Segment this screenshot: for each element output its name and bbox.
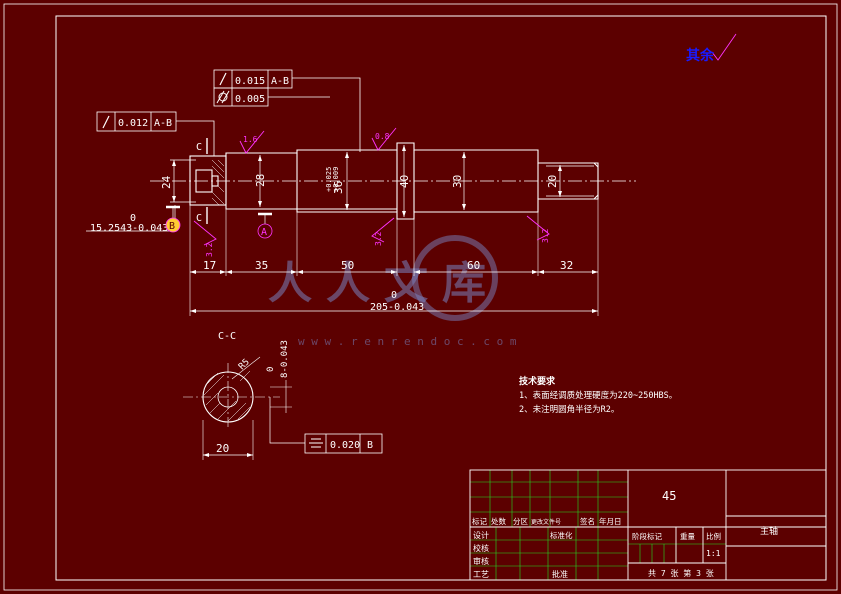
- section-view: C-C R5 0 8-0.043 20: [183, 331, 305, 460]
- length-dimension-lines: [190, 271, 598, 312]
- title-block: 45 主轴 标记 处数 分区 更改文件号 签名 年月日 设计 校核 审核 工艺 …: [469, 469, 827, 581]
- datum-b-label: B: [169, 221, 175, 232]
- dim-d36-tol-upper: +0.025: [325, 167, 333, 192]
- scale-label: 比例: [706, 531, 721, 541]
- runout-frame-left-contents: 0.012 A-B: [102, 115, 172, 129]
- watermark-url: w w w . r e n r e n d o c . c o m: [298, 335, 517, 348]
- diameter-arrows: [172, 145, 562, 217]
- datum-a: A: [257, 212, 273, 239]
- row-design: 设计: [473, 530, 489, 540]
- roughness-labels: 1.6 0.8 3.2 3.2 3.2 其余: [205, 47, 715, 257]
- symmetry-icon: [309, 438, 323, 448]
- roughness-2: 0.8: [375, 132, 390, 141]
- roughness-icon-3: [193, 220, 217, 246]
- dim-l35: 35: [255, 259, 268, 272]
- roughness-5: 3.2: [541, 228, 550, 243]
- symmetry-frame: 0.020 B: [304, 433, 383, 454]
- dim-l50: 50: [341, 259, 354, 272]
- watermark: 人人文库 w w w . r e n r e n d o c . c o m: [268, 235, 517, 348]
- runout-frame-left: [96, 111, 215, 156]
- header-change-doc: 更改文件号: [531, 518, 561, 526]
- roughness-remaining: 其余: [686, 47, 715, 64]
- section-width: 8-0.043: [280, 340, 290, 378]
- runout-upper-value: 0.015: [235, 76, 265, 87]
- header-signature: 签名: [580, 516, 595, 526]
- runout-left-datum: A-B: [154, 118, 172, 129]
- datum-b: B: [165, 205, 181, 233]
- header-date: 年月日: [599, 516, 622, 526]
- roughness-symbols: [193, 33, 737, 246]
- drawing-frame: [3, 3, 838, 591]
- notes-item-1: 1、表面经调质处理硬度为220~250HBS。: [519, 390, 677, 401]
- header-count: 处数: [491, 516, 506, 526]
- section-label-bottom: C: [196, 213, 202, 224]
- roughness-3: 3.2: [205, 242, 214, 257]
- scale-value: 1:1: [706, 549, 721, 558]
- dim-l60: 60: [467, 259, 480, 272]
- watermark-logo-icon: [412, 235, 498, 321]
- dim-d30: 30: [451, 175, 464, 188]
- datum-a-label: A: [261, 227, 267, 238]
- roughness-1: 1.6: [243, 135, 258, 144]
- section-cut-marks: C C: [196, 138, 208, 224]
- key-depth-value: 15.2543-0.043: [90, 223, 168, 234]
- material-value: 45: [662, 489, 676, 503]
- runout-frame-upper: [213, 69, 361, 152]
- row-process: 工艺: [473, 570, 489, 579]
- approval: 批准: [552, 569, 568, 579]
- dim-total: 205-0.043: [370, 302, 424, 313]
- dim-d36-tol-lower: +0.009: [332, 167, 340, 192]
- part-name: 主轴: [760, 525, 778, 537]
- length-labels: 17 35 50 60 32 0 205-0.043: [203, 259, 573, 313]
- dim-d36: 36: [332, 181, 345, 194]
- symmetry-value: 0.020: [330, 440, 360, 451]
- roughness-icon-5: [526, 215, 550, 241]
- diameter-labels: 24 28 36 +0.025 +0.009 40 30 20: [160, 167, 559, 194]
- stage-mark: 阶段标记: [632, 531, 662, 541]
- runout-icon: [219, 72, 227, 86]
- roughness-remaining-icon: [711, 33, 737, 61]
- dim-l17: 17: [203, 259, 216, 272]
- roughness-icon-1: [239, 130, 265, 154]
- dim-d24: 24: [160, 175, 173, 189]
- runout-left-value: 0.012: [118, 118, 148, 129]
- runout-upper-datum: A-B: [271, 76, 289, 87]
- section-dia-20: 20: [216, 442, 229, 455]
- standardization: 标准化: [550, 530, 573, 540]
- extension-lines: [189, 199, 599, 316]
- symmetry-datum: B: [367, 440, 373, 451]
- roughness-icon-2: [371, 127, 397, 151]
- cylindricity-icon: [216, 90, 230, 104]
- weight: 重量: [680, 532, 695, 541]
- runout-frame-upper-contents: 0.015 A-B 0.005: [216, 72, 289, 105]
- header-mark: 标记: [472, 516, 487, 526]
- watermark-text: 人人文库: [268, 258, 500, 309]
- header-zone: 分区: [513, 517, 528, 526]
- dim-d28: 28: [254, 174, 267, 187]
- notes-title: 技术要求: [519, 375, 556, 387]
- length-arrows: [190, 270, 598, 313]
- section-label-top: C: [196, 142, 202, 153]
- technical-notes: 技术要求 1、表面经调质处理硬度为220~250HBS。 2、未注明圆角半径为R…: [519, 375, 677, 415]
- roughness-4: 3.2: [374, 231, 383, 246]
- row-review: 审核: [473, 556, 489, 566]
- section-hatching: [211, 159, 225, 206]
- dim-total-upper: 0: [391, 290, 397, 301]
- section-width-zero: 0: [266, 367, 276, 372]
- cylindricity-value: 0.005: [235, 94, 265, 105]
- runout-left-icon: [102, 115, 110, 129]
- notes-item-2: 2、未注明圆角半径为R2。: [519, 404, 619, 415]
- dim-d40: 40: [398, 175, 411, 188]
- section-view-title: C-C: [218, 331, 236, 342]
- dim-d20: 20: [546, 175, 559, 188]
- roughness-icon-4: [371, 217, 395, 243]
- dim-l32: 32: [560, 259, 573, 272]
- sheet-count: 共 7 张 第 3 张: [648, 568, 714, 578]
- row-check: 校核: [473, 543, 489, 553]
- shaft-outline: [189, 142, 599, 220]
- key-depth-zero: 0: [130, 213, 136, 224]
